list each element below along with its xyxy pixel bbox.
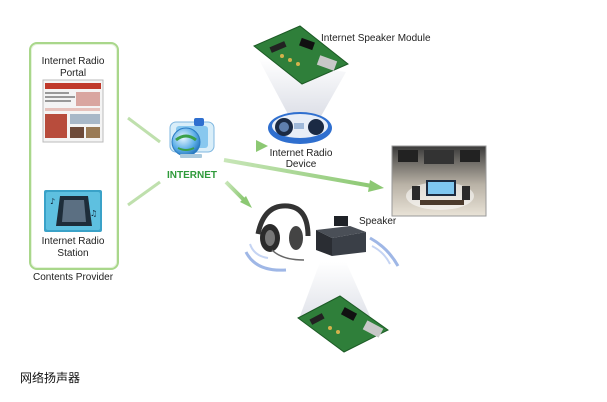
arrow-to-speaker bbox=[224, 180, 252, 208]
portal-screenshot-icon bbox=[42, 79, 104, 143]
pcb-module-bottom-icon bbox=[297, 262, 389, 353]
portal-label-2: Portal bbox=[59, 68, 87, 79]
radio-device-label-2: Device bbox=[285, 159, 317, 170]
caption: 网络扬声器 bbox=[20, 371, 81, 385]
station-label-2: Station bbox=[57, 248, 89, 259]
tv-speaker-room-icon bbox=[391, 145, 487, 217]
radio-device-icon bbox=[268, 112, 332, 144]
headphones-icon bbox=[244, 203, 311, 272]
internet-label: INTERNET bbox=[167, 170, 217, 181]
arrow-to-tv-room bbox=[223, 158, 384, 192]
speaker-icon bbox=[316, 216, 400, 267]
speaker-label: Speaker bbox=[359, 216, 397, 227]
arrow-to-radio-device bbox=[222, 140, 268, 152]
radio-device-label-1: Internet Radio bbox=[269, 148, 333, 159]
station-label-1: Internet Radio bbox=[41, 236, 105, 247]
radio-station-icon: ♪ ♫ bbox=[44, 190, 102, 232]
svg-text:♫: ♫ bbox=[90, 209, 97, 218]
internet-globe-icon bbox=[169, 118, 215, 158]
module-label: Internet Speaker Module bbox=[321, 33, 431, 44]
portal-label-1: Internet Radio bbox=[41, 56, 105, 67]
pcb-module-icon bbox=[253, 25, 349, 85]
provider-to-internet-connectors bbox=[127, 116, 161, 207]
svg-text:♪: ♪ bbox=[50, 197, 55, 206]
contents-provider-label: Contents Provider bbox=[33, 272, 114, 283]
